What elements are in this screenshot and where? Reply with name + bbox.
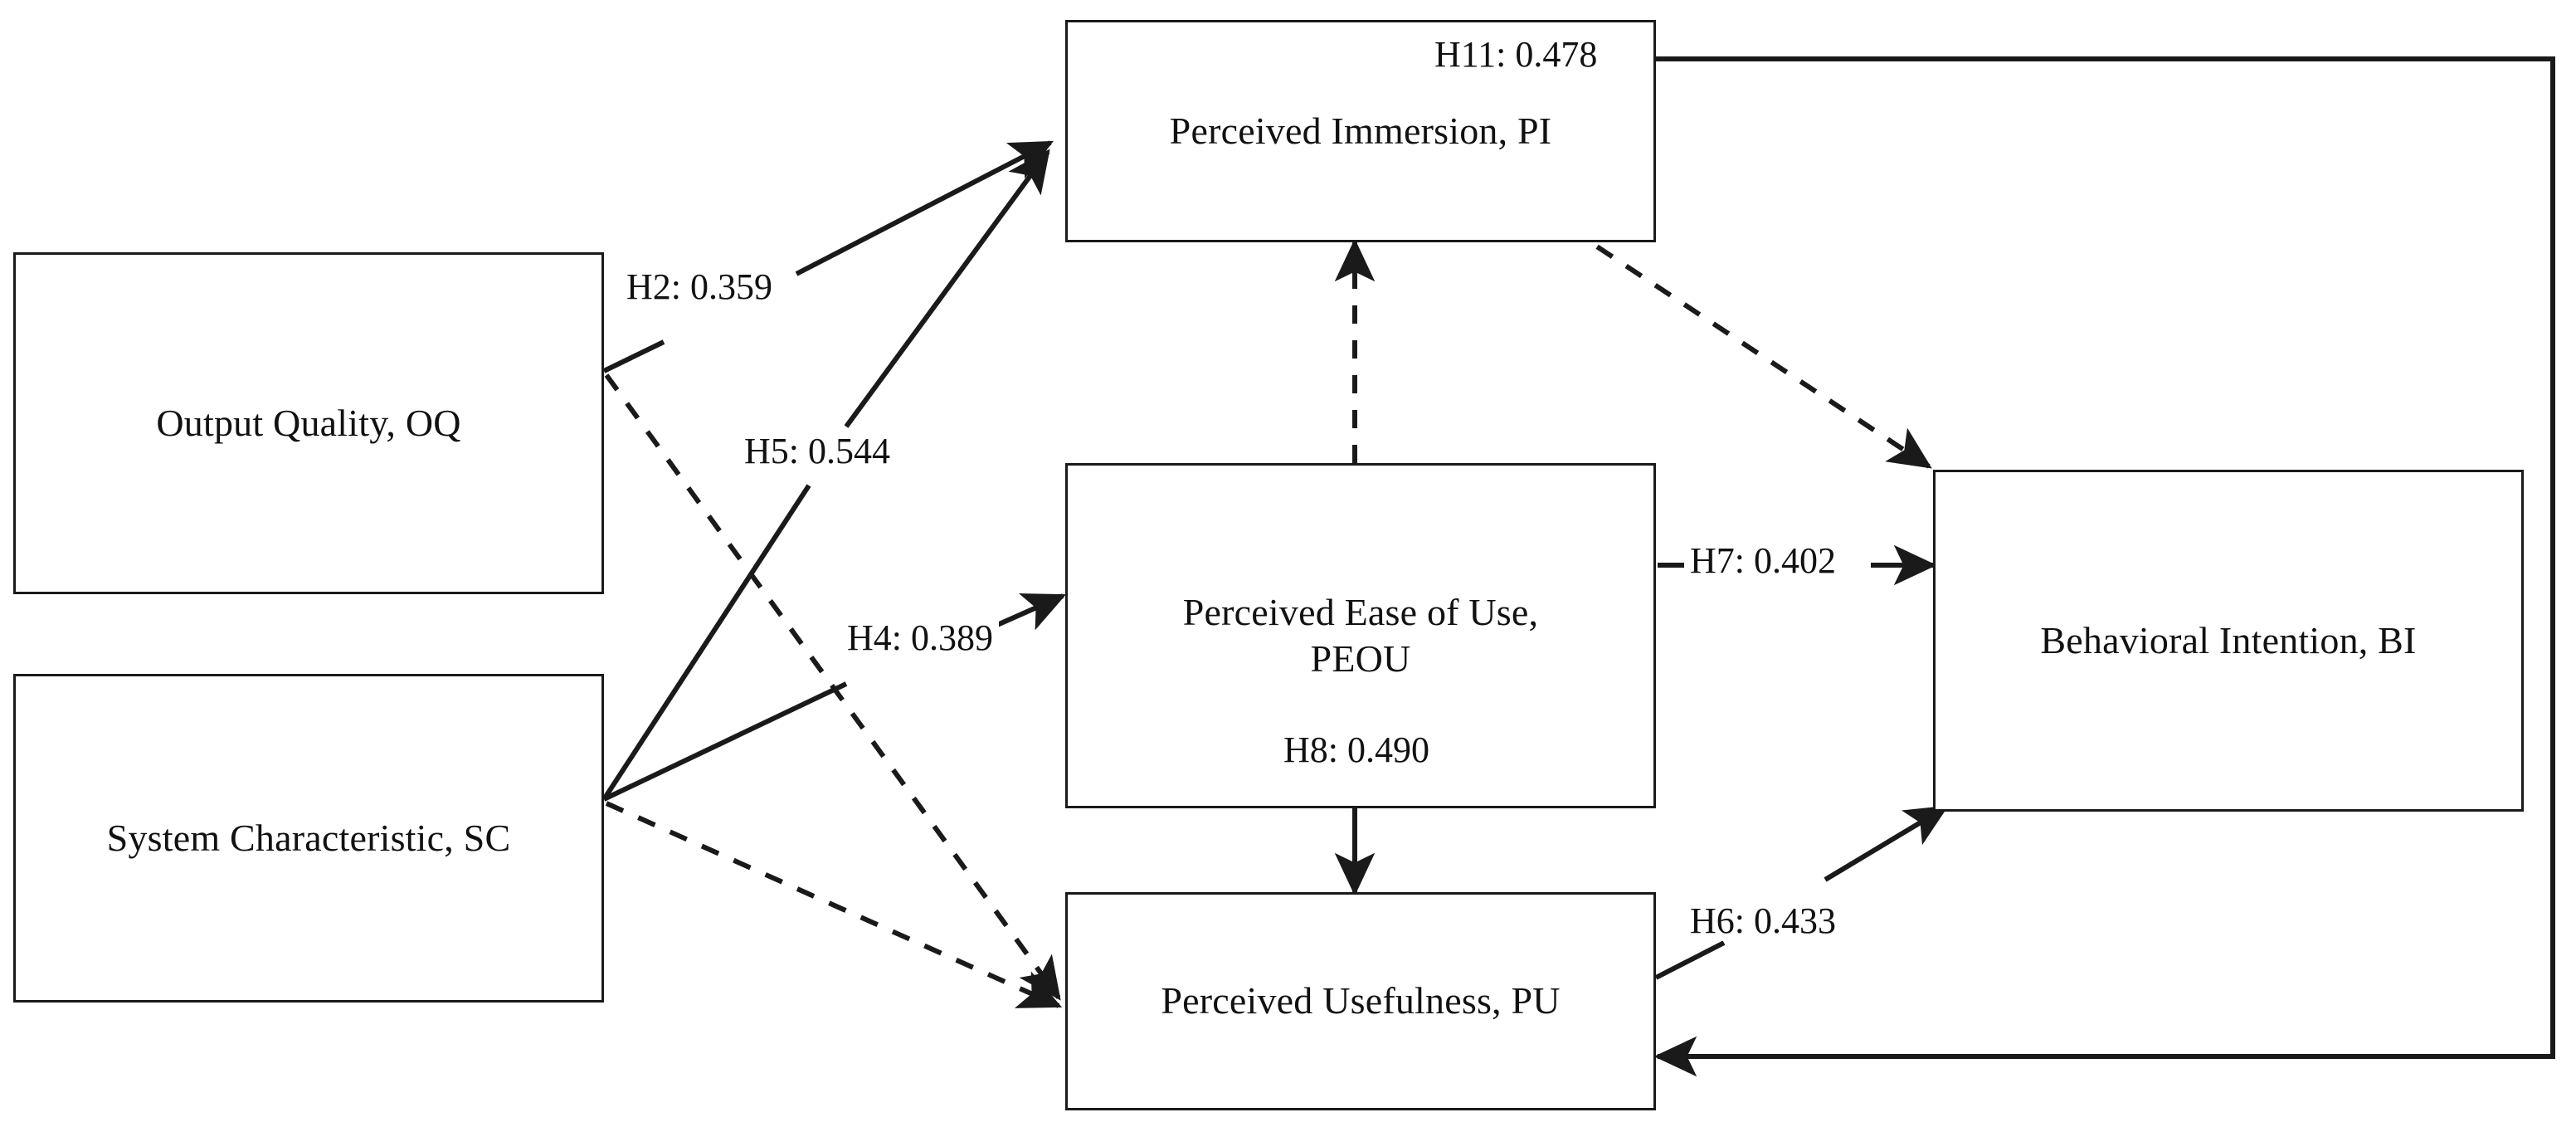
node-output-quality[interactable]: Output Quality, OQ — [13, 252, 604, 594]
edge-sc-to-pu-dashed — [605, 801, 1063, 1008]
node-label-oq: Output Quality, OQ — [156, 401, 461, 444]
edge-label-h7: H7: 0.402 — [1684, 541, 1842, 581]
edge-label-h2: H2: 0.359 — [621, 267, 778, 307]
node-perceived-usefulness[interactable]: Perceived Usefulness, PU — [1065, 892, 1656, 1110]
node-label-sc: System Characteristic, SC — [106, 816, 511, 859]
node-behavioral-intention[interactable]: Behavioral Intention, BI — [1933, 470, 2524, 812]
node-system-characteristic[interactable]: System Characteristic, SC — [13, 674, 604, 1003]
node-label-pi: Perceived Immersion, PI — [1169, 109, 1552, 152]
edge-label-h4: H4: 0.389 — [841, 618, 999, 658]
edge-label-h5: H5: 0.544 — [738, 432, 896, 471]
edge-h2-oq-to-pi — [602, 140, 1054, 373]
edge-h6-pu-to-bi — [1654, 805, 1949, 980]
edge-label-h11: H11: 0.478 — [1429, 35, 1604, 75]
node-label-peou: Perceived Ease of Use, PEOU — [1182, 590, 1539, 680]
edge-oq-to-pu-dashed — [604, 373, 1061, 1001]
node-label-bi: Behavioral Intention, BI — [2040, 618, 2417, 661]
edge-label-h8: H8: 0.490 — [1278, 730, 1435, 770]
edge-label-h6: H6: 0.433 — [1684, 901, 1842, 941]
node-label-pu: Perceived Usefulness, PU — [1161, 979, 1561, 1022]
edge-h5-sc-to-pi — [601, 149, 1050, 801]
